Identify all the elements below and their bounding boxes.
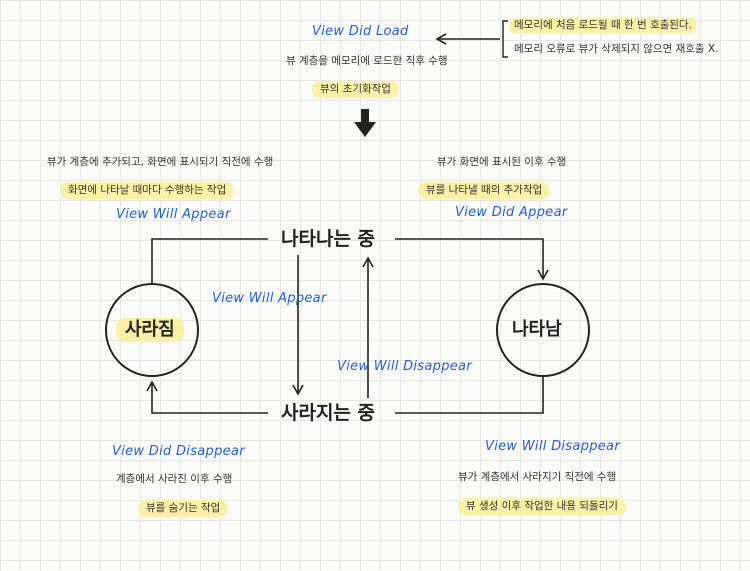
note-bracket: [502, 20, 508, 58]
disappearing-label: 사라지는 중: [281, 402, 376, 424]
will-disappear-title: View Will Disappear: [485, 439, 620, 454]
line-disappeared-to-appearing: [151, 238, 268, 283]
state-appeared: 나타남: [512, 319, 562, 340]
did-disappear-title: View Did Disappear: [112, 444, 245, 459]
will-disappear-desc: 뷰가 계층에서 사라지기 직전에 수행: [458, 471, 617, 483]
did-appear-title: View Did Appear: [455, 205, 568, 220]
appearing-label: 나타나는 중: [281, 228, 376, 250]
view-did-load-desc: 뷰 계층을 메모리에 로드한 직후 수행: [286, 55, 448, 67]
state-disappeared: 사라짐: [116, 318, 184, 342]
did-disappear-highlight: 뷰를 숨기는 작업: [138, 500, 229, 517]
middle-will-disappear-label: View Will Disappear: [337, 359, 472, 374]
did-disappear-desc: 계층에서 사라진 이후 수행: [116, 473, 233, 485]
note-line-1: 메모리에 처음 로드될 때 한 번 호출된다.: [510, 18, 696, 33]
will-appear-title: View Will Appear: [116, 207, 231, 222]
line-appeared-to-disappearing: [395, 377, 544, 414]
view-did-load-highlight: 뷰의 초기화작업: [312, 81, 399, 98]
line-appearing-to-appeared: [395, 238, 549, 281]
line-disappearing-to-disappeared: [146, 380, 268, 414]
big-down-arrow: [354, 109, 376, 137]
did-appear-desc: 뷰가 화면에 표시된 이후 수행: [437, 156, 567, 168]
will-disappear-highlight: 뷰 생성 이후 작업한 내용 되돌리기: [458, 498, 626, 515]
view-did-load-title: View Did Load: [312, 24, 409, 39]
appeared-circle: [496, 283, 590, 377]
note-line-2: 메모리 오류로 뷰가 삭제되지 않으면 재호출 X.: [514, 43, 719, 55]
disappeared-circle: [105, 283, 199, 377]
did-appear-highlight: 뷰를 나타낼 때의 추가작업: [418, 182, 551, 199]
will-appear-highlight: 화면에 나타날 때마다 수행하는 작업: [60, 182, 235, 199]
middle-will-appear-label: View Will Appear: [212, 291, 327, 306]
will-appear-desc: 뷰가 계층에 추가되고, 화면에 표시되기 직전에 수행: [47, 156, 274, 168]
